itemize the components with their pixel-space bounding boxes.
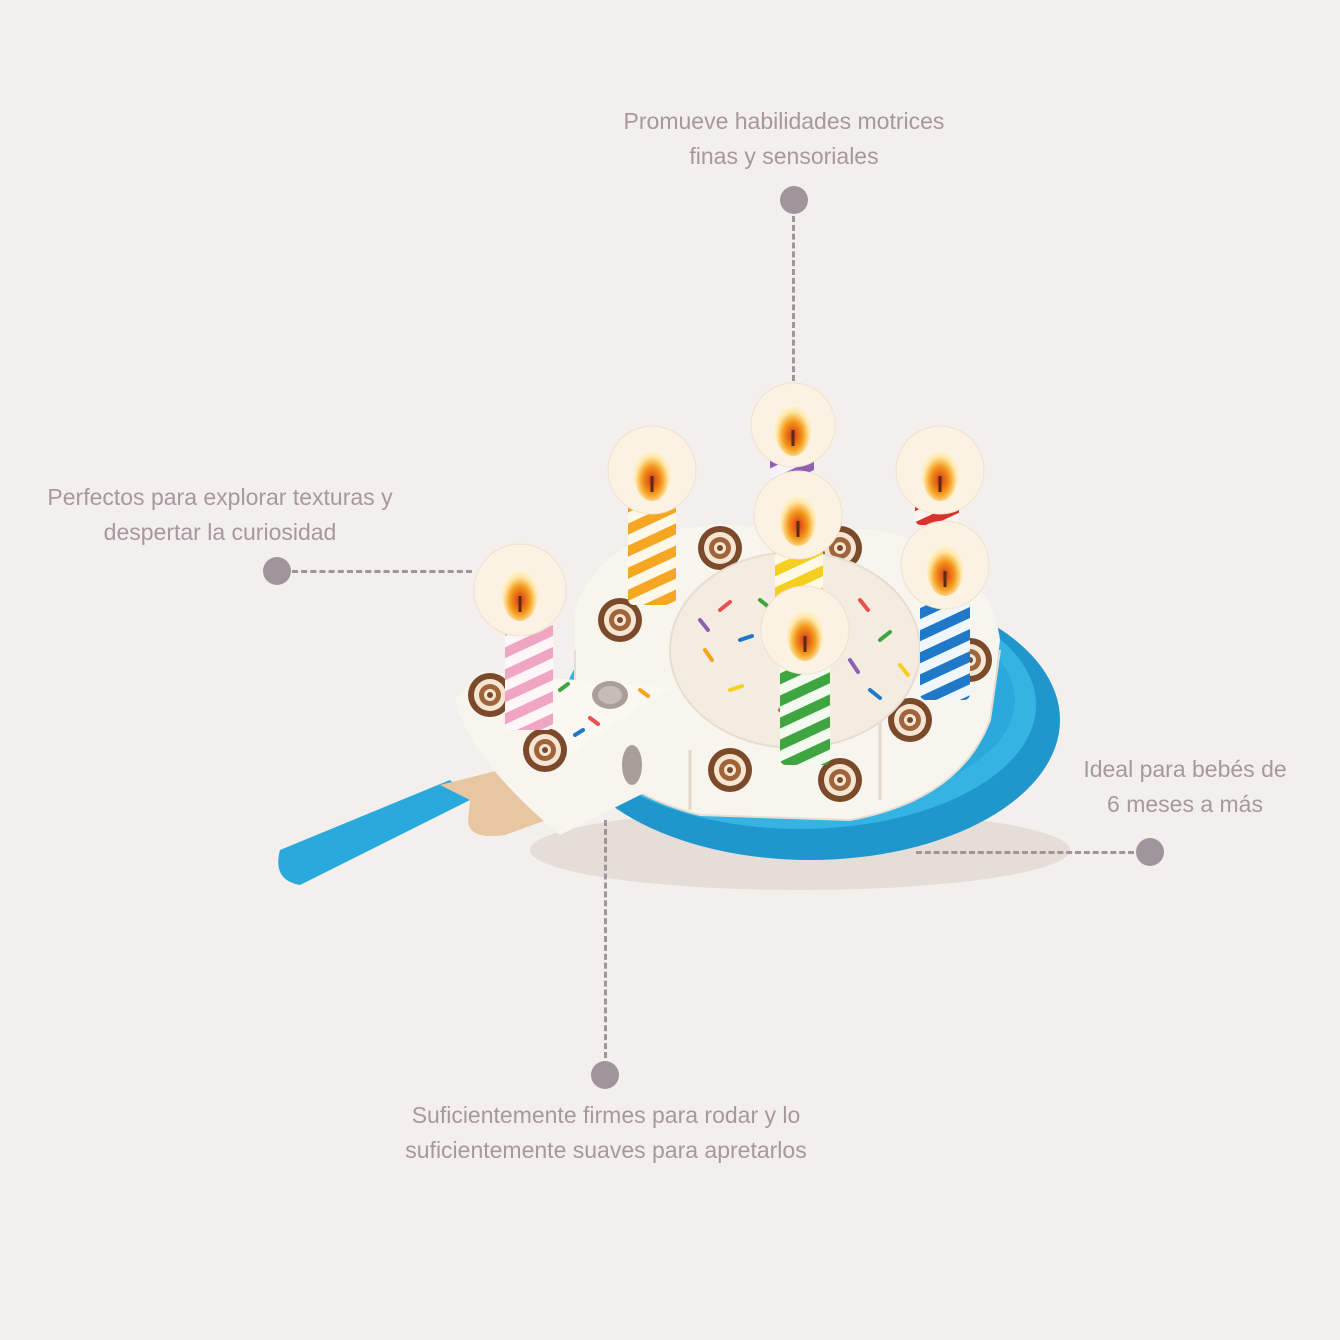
callout-firmness: Suficientemente firmes para rodar y lo s… bbox=[405, 1102, 807, 1163]
callout-age: Ideal para bebés de 6 meses a más bbox=[1083, 756, 1287, 817]
callout-textures: Perfectos para explorar texturas y despe… bbox=[47, 484, 393, 545]
connector-line-bottom bbox=[604, 820, 607, 1058]
connector-line-top bbox=[792, 216, 795, 381]
marker-dot-top bbox=[780, 186, 808, 214]
callout-motor-skills: Promueve habilidades motrices finas y se… bbox=[623, 108, 945, 169]
connector-line-left bbox=[292, 570, 472, 573]
marker-dot-right bbox=[1136, 838, 1164, 866]
marker-dot-bottom bbox=[591, 1061, 619, 1089]
connector-line-right bbox=[916, 851, 1134, 854]
marker-dot-left bbox=[263, 557, 291, 585]
